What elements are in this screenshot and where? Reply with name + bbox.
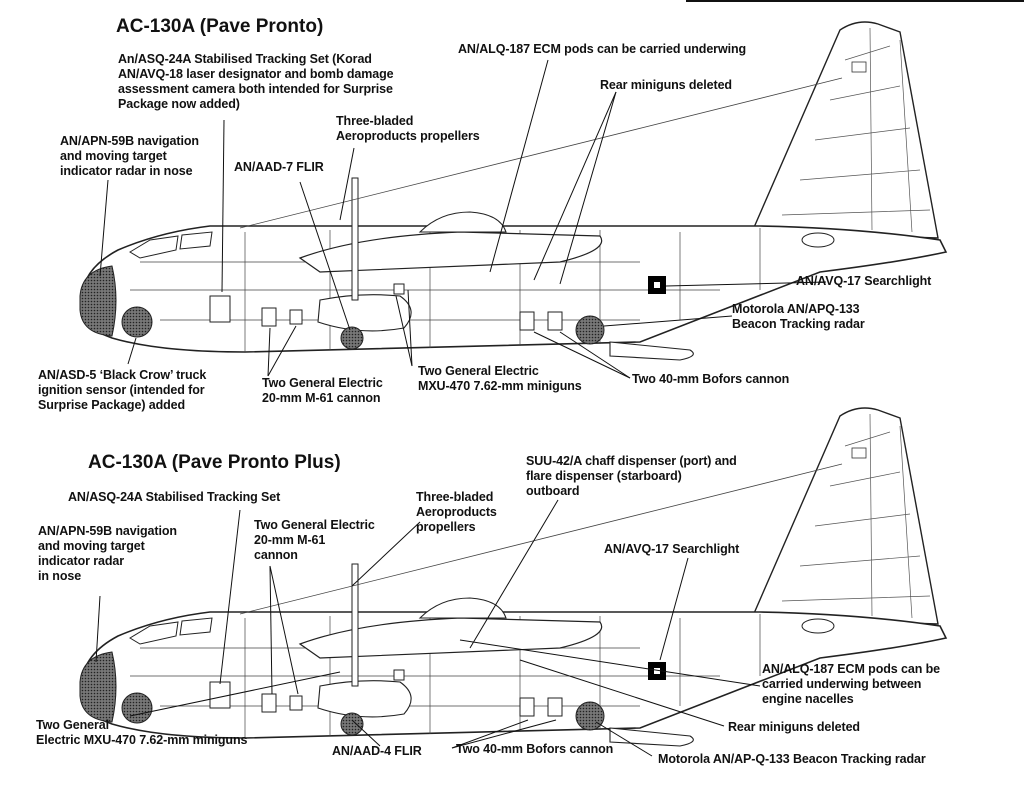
top-label-asd: AN/ASD-5 ‘Black Crow’ truck ignition sen…	[38, 368, 207, 412]
bottom-label-bofors: Two 40-mm Bofors cannon	[456, 742, 614, 756]
bottom-label-mxu: Two General Electric MXU-470 7.62-mm min…	[36, 718, 248, 747]
top-title: AC-130A (Pave Pronto)	[116, 16, 324, 37]
bottom-label-m61: Two General Electric 20-mm M-61 cannon	[254, 518, 375, 562]
top-label-m61: Two General Electric 20-mm M-61 cannon	[262, 376, 383, 405]
top-label-rear: Rear miniguns deleted	[600, 78, 732, 92]
bottom-leader-lines	[95, 499, 761, 757]
top-label-mxu: Two General Electric MXU-470 7.62-mm min…	[418, 364, 582, 393]
bottom-label-prop: Three-bladed Aeroproducts propellers	[416, 490, 497, 534]
bottom-label-asq: AN/ASQ-24A Stabilised Tracking Set	[68, 490, 281, 504]
top-label-aad: AN/AAD-7 FLIR	[234, 160, 324, 174]
top-label-avq: AN/AVQ-17 Searchlight	[796, 274, 932, 288]
bottom-label-rear: Rear miniguns deleted	[728, 720, 860, 734]
top-label-apq: Motorola AN/APQ-133 Beacon Tracking rada…	[732, 302, 865, 331]
bottom-label-avq: AN/AVQ-17 Searchlight	[604, 542, 740, 556]
top-label-bofors: Two 40-mm Bofors cannon	[632, 372, 790, 386]
bottom-label-apn: AN/APN-59B navigation and moving target …	[38, 524, 177, 583]
top-label-asq: An/ASQ-24A Stabilised Tracking Set (Kora…	[118, 52, 394, 111]
bottom-label-alq: AN/ALQ-187 ECM pods can be carried under…	[762, 662, 940, 706]
top-leader-lines	[99, 59, 827, 379]
bottom-title: AC-130A (Pave Pronto Plus)	[88, 452, 341, 473]
bottom-label-aad: AN/AAD-4 FLIR	[332, 744, 422, 758]
top-label-apn: AN/APN-59B navigation and moving target …	[60, 134, 199, 178]
top-rule	[686, 0, 1024, 2]
top-label-alq: AN/ALQ-187 ECM pods can be carried under…	[458, 42, 747, 56]
top-label-prop: Three-bladed Aeroproducts propellers	[336, 114, 480, 143]
bottom-label-suu: SUU-42/A chaff dispenser (port) and flar…	[526, 454, 737, 498]
bottom-label-apq: Motorola AN/AP-Q-133 Beacon Tracking rad…	[658, 752, 926, 766]
